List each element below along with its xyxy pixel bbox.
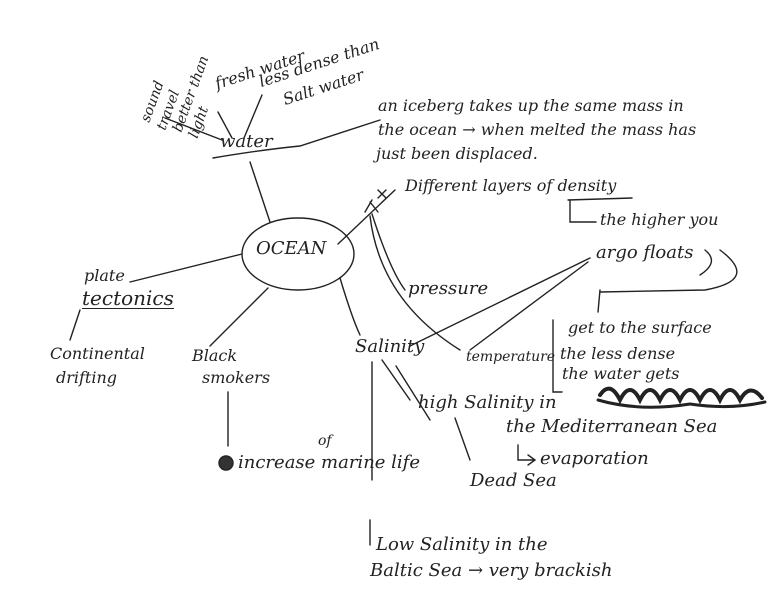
line-water-sound2 [217, 111, 233, 139]
argo-floats-label: argo floats [596, 242, 694, 263]
salinity-label: Salinity [355, 336, 425, 357]
iceberg-line-1: an iceberg takes up the same mass in [378, 96, 684, 115]
evaporation-arrow [517, 444, 537, 466]
scribble-out [598, 386, 764, 405]
density-underline [567, 197, 633, 201]
line-ocean-density [337, 189, 396, 245]
line-density-pressure [371, 213, 406, 291]
surface-bracket [552, 319, 563, 393]
high-salinity-label: high Salinity in [418, 392, 557, 413]
line-salinity-high [381, 359, 411, 401]
iceberg-line-2: the ocean → when melted the mass has [378, 120, 697, 139]
black-label: Black [192, 346, 238, 365]
surface-label: get to the surface [568, 318, 712, 337]
tectonics-label: tectonics [82, 286, 174, 310]
line-water-iceberg [212, 119, 381, 159]
line-salinity-high2 [395, 365, 431, 421]
line-ocean-water [249, 161, 271, 223]
smokers-label: smokers [202, 368, 271, 387]
line-water-fresh [243, 94, 263, 139]
pressure-label: pressure [408, 278, 489, 299]
density-label: Different layers of density [405, 176, 617, 195]
line-high-dead [454, 417, 471, 461]
cross-mark-2 [377, 189, 387, 199]
evaporation-label: evaporation [540, 448, 649, 469]
water-gets-label: the water gets [562, 364, 680, 383]
argo-bracket [597, 249, 713, 313]
water-label: water [220, 131, 273, 152]
of-label: of [318, 433, 332, 449]
line-salinity-argo [409, 257, 591, 347]
dead-sea-label: Dead Sea [470, 470, 557, 491]
baltic-label: Baltic Sea → very brackish [370, 560, 613, 581]
line-ocean-salinity [339, 277, 361, 336]
increase-marine-life-label: increase marine life [238, 452, 420, 473]
line-ocean-plate [129, 253, 243, 283]
scribble-out-2 [596, 398, 767, 409]
ocean-label: OCEAN [256, 238, 327, 259]
scribble-dot [218, 455, 234, 471]
density-bracket [569, 199, 597, 223]
temperature-label: temperature [466, 349, 556, 365]
continental-label: Continental [50, 344, 145, 363]
mediterranean-label: the Mediterranean Sea [506, 416, 718, 437]
drifting-label: drifting [56, 368, 118, 387]
line-plate-continental [69, 309, 81, 341]
plate-label: plate [84, 266, 125, 285]
line-temperature-argo [469, 261, 589, 351]
line-ocean-black [209, 287, 269, 347]
line-density-temperature [369, 215, 461, 351]
line-water-sound [164, 117, 223, 141]
low-salinity-label: Low Salinity in the [376, 534, 548, 555]
iceberg-line-3: just been displaced. [376, 144, 538, 163]
argo-loop [599, 249, 738, 293]
cross-mark-1 [364, 199, 379, 213]
less-dense-water-label: the less dense [560, 344, 676, 363]
higher-label: the higher you [600, 210, 719, 229]
